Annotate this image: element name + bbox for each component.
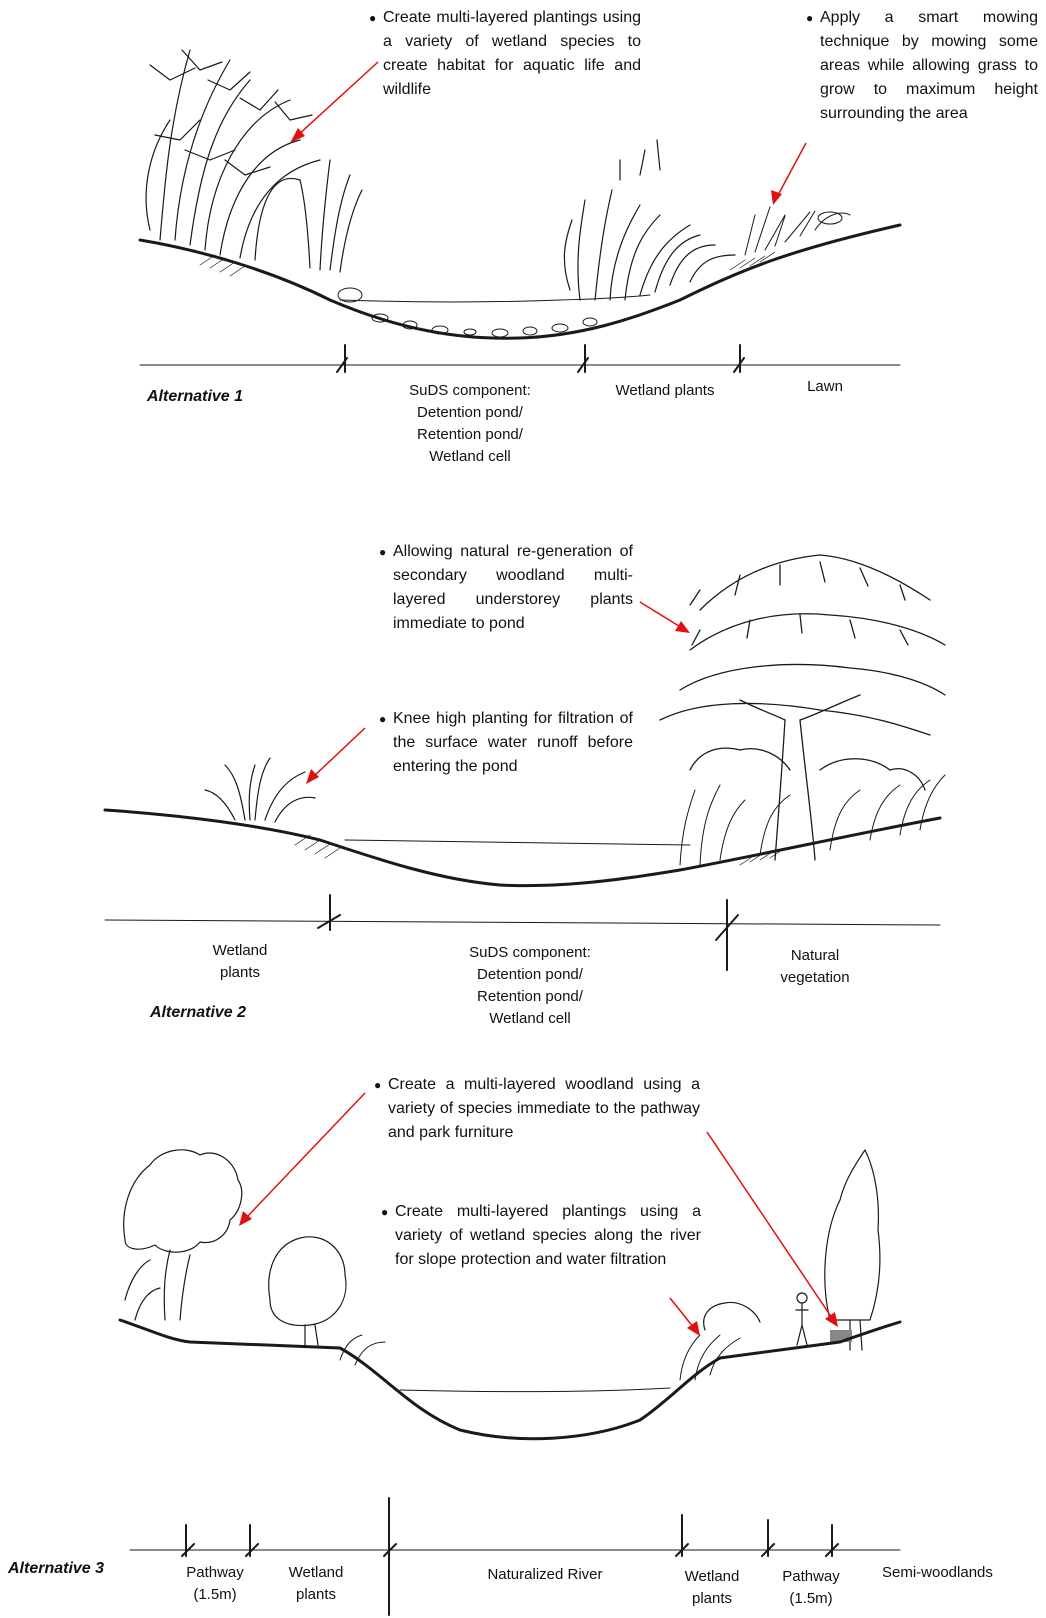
alt1-zone-lawn: Lawn	[790, 376, 860, 398]
alt1-ground-line	[140, 225, 900, 338]
alt1-zone-ticks	[337, 345, 744, 372]
alt2-arrowhead-1	[675, 621, 690, 633]
river-wetland-plants-illustration	[340, 1335, 740, 1380]
alt3-title: Alternative 3	[8, 1560, 104, 1578]
alt2-title: Alternative 2	[150, 1004, 246, 1022]
alt3-note-wetland: ● Create multi-layered plantings using a…	[395, 1200, 701, 1272]
alternative-2-panel: ● Allowing natural re-generation of seco…	[0, 520, 1046, 1040]
alt3-arrowhead-3	[687, 1321, 700, 1336]
alt2-note-woodland: ● Allowing natural re-generation of seco…	[393, 540, 633, 636]
bullet-icon: ●	[374, 1073, 381, 1097]
woodland-tree-illustration	[660, 555, 945, 860]
knee-high-plant-illustration	[205, 758, 315, 822]
alt3-zone-pathway-right: Pathway (1.5m)	[776, 1566, 846, 1610]
alt3-arrow-1	[246, 1093, 365, 1218]
alt2-arrowhead-2	[306, 769, 319, 784]
lawn-grass-illustration	[745, 207, 850, 255]
alt3-arrow-3	[670, 1298, 694, 1328]
alt2-zone-wetland: Wetland plants	[200, 940, 280, 984]
alt3-zone-pathway-left: Pathway (1.5m)	[180, 1562, 250, 1606]
woodland-left-illustration	[124, 1150, 346, 1345]
bullet-icon: ●	[381, 1200, 388, 1224]
alt2-note-knee-high: ● Knee high planting for filtration of t…	[393, 707, 633, 779]
alt1-title: Alternative 1	[147, 388, 243, 406]
person-figure-illustration	[796, 1293, 808, 1345]
alt3-arrowhead-2	[825, 1312, 838, 1327]
alt2-baseline	[105, 920, 940, 925]
alt1-zone-wetland: Wetland plants	[600, 380, 730, 402]
alt3-zone-semi-woodlands: Semi-woodlands	[882, 1562, 1012, 1584]
bullet-icon: ●	[369, 6, 376, 30]
alt3-zone-wetland-left: Wetland plants	[276, 1562, 356, 1606]
woodland-right-illustration	[704, 1150, 880, 1350]
alt1-note-wetland: ● Create multi-layered plantings using a…	[383, 6, 641, 102]
bullet-icon: ●	[379, 540, 386, 564]
bullet-icon: ●	[806, 6, 813, 30]
alt2-zone-natural: Natural vegetation	[770, 945, 860, 989]
alt2-ground-line	[105, 810, 940, 886]
alt3-ground-line	[120, 1320, 900, 1439]
alt1-zone-suds: SuDS component: Detention pond/ Retentio…	[395, 380, 545, 468]
alt3-zone-wetland-right: Wetland plants	[672, 1566, 752, 1610]
alt1-water-line	[340, 295, 650, 302]
alt1-soil-hatching	[200, 252, 775, 276]
bullet-icon: ●	[379, 707, 386, 731]
alt2-water-line	[345, 840, 690, 845]
alt3-water-line	[400, 1388, 670, 1392]
alt1-pebbles	[338, 212, 842, 337]
alternative-1-panel: ● Create multi-layered plantings using a…	[0, 0, 1046, 480]
alt3-note-woodland: ● Create a multi-layered woodland using …	[388, 1073, 700, 1145]
alt2-arrow-1	[640, 602, 682, 628]
alt1-note-mowing: ● Apply a smart mowing technique by mowi…	[820, 6, 1038, 126]
alt3-arrow-2	[707, 1132, 832, 1318]
alt2-zone-suds: SuDS component: Detention pond/ Retentio…	[455, 942, 605, 1030]
alt1-arrow-2	[777, 143, 806, 197]
alt2-arrow-2	[313, 728, 365, 777]
wetland-plants-right-illustration	[564, 140, 735, 300]
wetland-plants-left-illustration	[146, 50, 362, 272]
alt1-arrow-1	[297, 62, 378, 136]
alt3-zone-river: Naturalized River	[460, 1564, 630, 1586]
alt2-soil-hatching	[295, 835, 785, 865]
alternative-3-panel: ● Create a multi-layered woodland using …	[0, 1060, 1046, 1618]
understorey-plants-illustration	[680, 775, 945, 865]
